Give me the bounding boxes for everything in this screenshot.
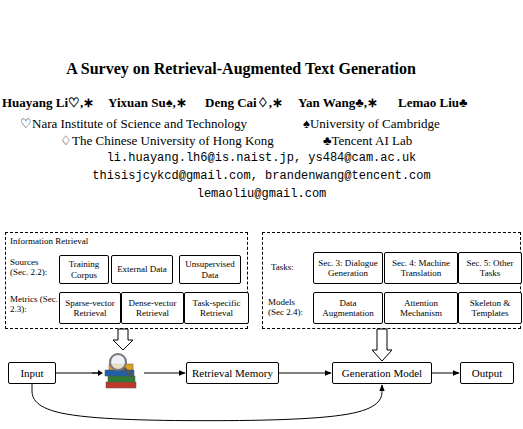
box-label: Unsupervised Data [180,259,240,280]
affiliation: ♠University of Cambridge [303,116,440,132]
metric-box: Sparse-vector Retrieval [59,292,121,324]
box-label: Output [470,367,505,380]
task-box: Sec. 4: Machine Translation [384,252,458,284]
flow-arrow [279,373,331,374]
box-label: Retrieval Memory [190,367,275,380]
source-box: Training Corpus [59,255,109,284]
hollow-arrow [372,329,392,361]
pipeline-box: Retrieval Memory [186,362,279,384]
pipeline-box: Output [460,362,514,384]
model-box: Skeleton & Templates [458,292,522,324]
box-label: External Data [115,264,169,274]
box-label: Task-specific Retrieval [185,298,248,319]
box-label: Data Augmentation [314,298,382,319]
email-line: thisisjcykcd@gmail.com, brandenwang@tenc… [0,169,523,183]
dashed-group: Information RetrievalSources (Sec. 2.2):… [5,232,248,329]
box-label: Skeleton & Templates [459,298,521,319]
author-name: Lemao Liu♣ [398,95,468,111]
paper-title: A Survey on Retrieval-Augmented Text Gen… [0,60,482,78]
row-label: Metrics (Sec. 2.3): [10,294,58,315]
author-name: Deng Cai♢,∗ [205,95,283,111]
flow-arrow [32,384,382,421]
flow-arrow [432,373,459,374]
model-box: Attention Mechanism [384,292,458,324]
retrieval-icon [92,352,144,392]
box-label: Dense-vector Retrieval [122,298,183,319]
box-label: Sec. 5: Other Tasks [459,258,521,279]
task-box: Sec. 5: Other Tasks [458,252,522,284]
pipeline-box: Generation Model [332,362,432,384]
row-label: Models (Sec 2.4): [268,297,312,318]
box-label: Sec. 4: Machine Translation [385,258,457,279]
task-box: Sec. 3: Dialogue Generation [313,252,383,284]
box-label: Sparse-vector Retrieval [60,298,120,319]
author-name: Huayang Li♡,∗ [2,95,94,111]
model-box: Data Augmentation [313,292,383,324]
row-label: Tasks: [271,262,311,272]
row-label: Sources (Sec. 2.2): [10,257,58,278]
email-line: li.huayang.lh6@is.naist.jp, ys484@cam.ac… [0,151,523,165]
author-name: Yixuan Su♠,∗ [108,95,187,111]
box-label: Generation Model [340,367,424,380]
affiliation: ♣Tencent AI Lab [323,133,412,149]
box-label: Sec. 3: Dialogue Generation [314,258,382,279]
metric-box: Dense-vector Retrieval [121,292,184,324]
author-name: Yan Wang♣,∗ [298,95,378,111]
box-label: Training Corpus [60,259,108,280]
box-label: Input [18,367,45,380]
affiliation: ♢The Chinese University of Hong Kong [60,133,274,149]
dashed-group: Tasks: Models (Sec 2.4):Sec. 3: Dialogue … [262,232,521,329]
source-box: Unsupervised Data [179,255,241,284]
email-line: lemaoliu@gmail.com [0,187,523,201]
box-label: Attention Mechanism [385,298,457,319]
affiliation: ♡Nara Institute of Science and Technolog… [20,116,247,132]
group-heading: Information Retrieval [10,236,150,246]
metric-box: Task-specific Retrieval [184,292,249,324]
source-box: External Data [111,255,173,284]
hollow-arrow [113,329,133,350]
pipeline-box: Input [8,362,56,384]
